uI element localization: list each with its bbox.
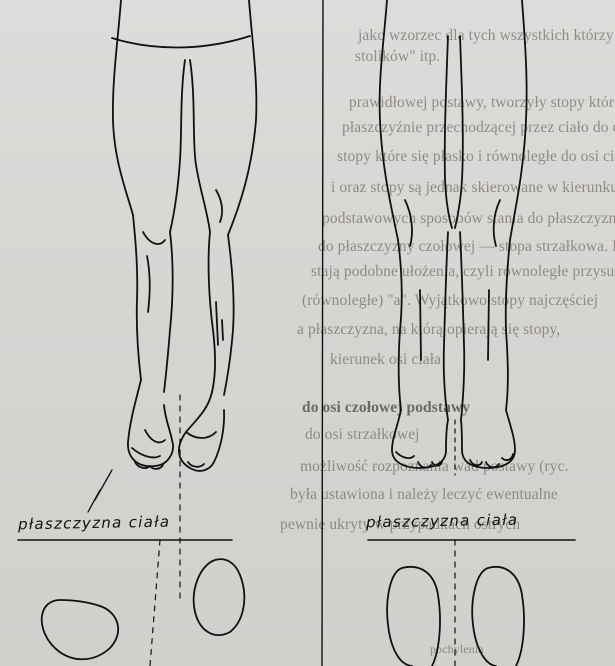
caption-right: płaszczyzna ciała [366,511,519,532]
caption-left: płaszczyzna ciała [18,513,171,534]
right-legs-drawing [380,0,527,475]
left-footprints [18,540,244,666]
body-axis-line [322,0,323,666]
right-footprints [368,540,575,666]
left-legs-drawing [88,0,256,600]
